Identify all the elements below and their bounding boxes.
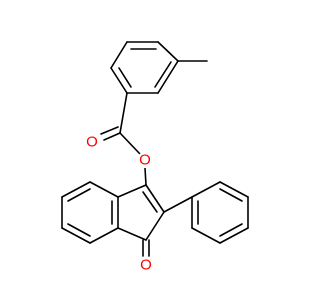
bond [157,60,179,94]
bond [119,92,128,134]
bond [89,227,119,244]
bond [219,227,249,244]
bonds [61,41,249,257]
atom-ester-oxygen: O [137,152,153,169]
atom-label: O [139,152,151,169]
bond [191,181,221,198]
bond-inner [219,188,243,202]
bond-carbonyl [103,132,121,141]
bond [117,227,147,241]
bond [61,227,91,244]
atom-ketone-oxygen: O [138,257,154,274]
bond-inner [154,61,172,88]
bond-inner [142,191,158,213]
bond [219,181,249,198]
atom-labels: O O O [84,134,154,274]
bond [144,167,147,186]
bond-inner [219,223,243,237]
atom-carbonyl-oxygen: O [84,134,100,151]
bond [191,227,221,244]
bond [110,67,128,94]
atom-label: O [86,134,98,151]
bond-inner [67,188,91,202]
bond [163,196,193,213]
bond [110,41,128,69]
bond [61,181,91,198]
bond-inner [118,67,132,88]
bond-inner [67,223,91,237]
molecule-diagram: O O O [61,41,249,274]
bond [117,184,147,198]
bond [157,41,179,62]
bond-carbonyl [100,126,119,135]
bond [119,132,141,155]
atom-label: O [140,257,152,274]
bond [89,181,119,198]
bond [145,184,165,213]
bond [145,211,165,241]
